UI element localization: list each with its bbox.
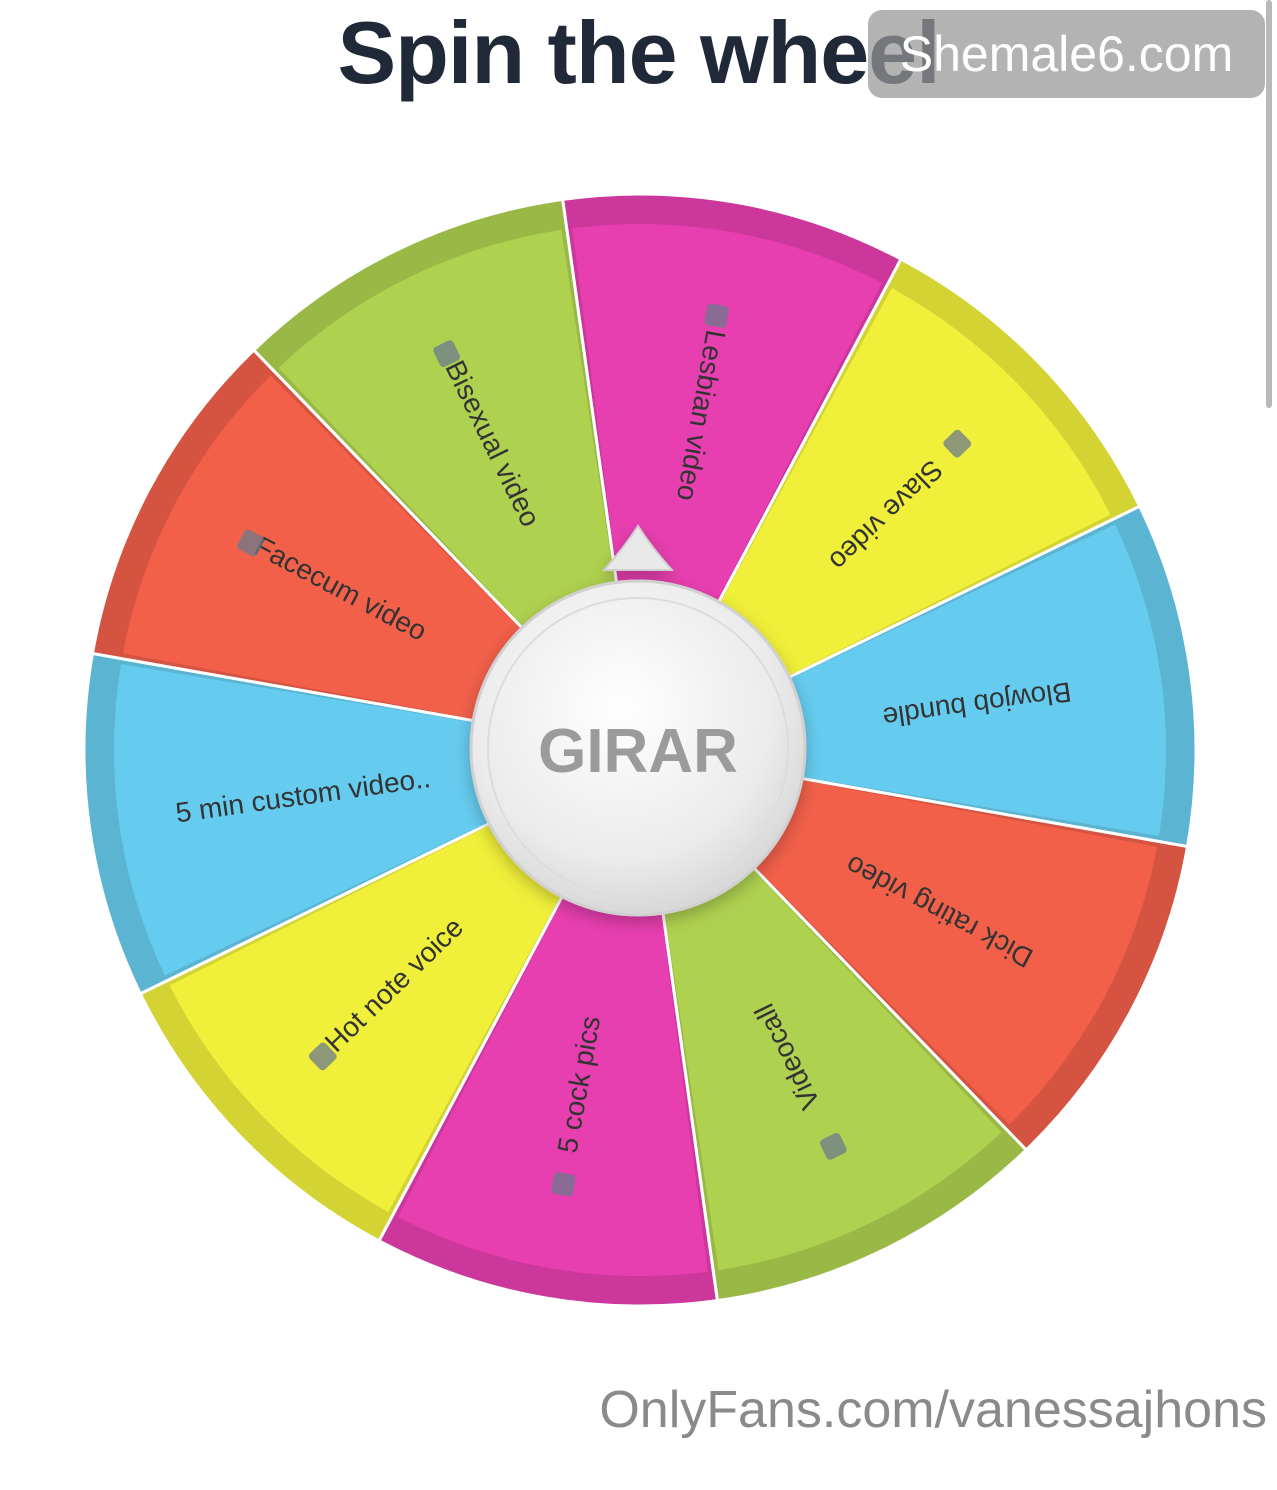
pointer-icon — [601, 524, 675, 571]
microphone-icon — [308, 1042, 337, 1071]
wheel-segment-face-7 — [169, 760, 629, 1212]
watermark-bottom: OnlyFans.com/vanessajhons — [599, 1381, 1267, 1439]
bisexual-emoji-icon — [433, 340, 461, 367]
wheel-segment-face-4 — [656, 754, 1158, 1125]
watermark-top: Shemale6.com — [868, 10, 1265, 98]
spin-button-label: GIRAR — [538, 717, 738, 786]
spin-button[interactable]: GIRAR — [469, 524, 807, 917]
drop-icon — [237, 529, 265, 557]
phone-camera-icon — [819, 1133, 847, 1160]
slave-emoji-icon — [943, 429, 972, 458]
camera-icon — [551, 1172, 576, 1197]
scrollbar[interactable] — [1266, 0, 1272, 408]
lesbian-emoji-icon — [704, 303, 729, 328]
wheel-segment-face-5 — [643, 767, 1002, 1271]
wheel-segment-face-2 — [651, 288, 1111, 740]
page-title: Spin the wheel — [337, 3, 940, 102]
wheel-segment-face-9 — [122, 375, 624, 746]
